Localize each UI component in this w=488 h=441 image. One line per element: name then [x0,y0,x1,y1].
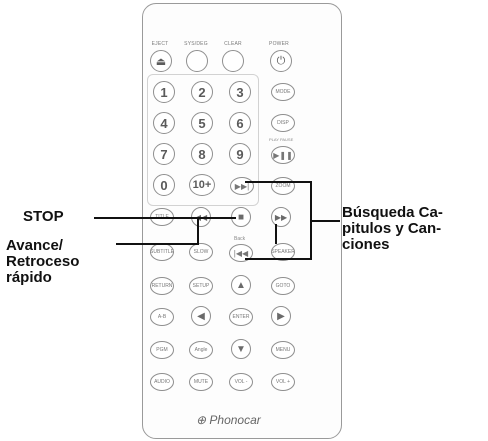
num-5-button[interactable]: 5 [191,112,213,134]
num-7-button[interactable]: 7 [153,143,175,165]
power-label: POWER [269,41,289,47]
angle-button[interactable]: Angle [189,341,213,359]
clear-button[interactable] [222,50,244,72]
forward-button[interactable]: ▶▶ [271,207,291,227]
eject-icon: ⏏ [155,55,167,68]
arrow-right-icon: ▶ [277,310,285,322]
fast-forward-link [275,224,277,244]
num-8-button[interactable]: 8 [191,143,213,165]
next-chapter-button[interactable]: ▶▶| [230,177,254,195]
fast-callout-line2: Retroceso [6,253,80,270]
stop-icon: ■ [237,211,245,223]
mode-button[interactable]: MODE [271,83,295,101]
ab-button[interactable]: A-B [150,308,174,326]
fast-callout-line3: rápido [6,269,52,286]
right-button[interactable]: ▶ [271,306,291,326]
vol-up-button[interactable]: VOL + [271,373,295,391]
clear-label: CLEAR [224,41,242,47]
next-track-icon: ▶▶| [234,181,250,191]
sysdeg-label: SYS/DEG [184,41,208,47]
brand-logo: ⊕ Phonocar [196,413,261,427]
mute-button[interactable]: MUTE [189,373,213,391]
back-label: Back [234,236,246,242]
fast-callout-line1: Avance/ [6,237,63,254]
eject-label: EJECT [151,41,169,47]
enter-button[interactable]: ENTER [229,308,253,326]
play-pause-icon: ▶❚❚ [273,150,293,160]
sysdeg-button[interactable] [186,50,208,72]
search-callout-line3: ciones [342,236,390,253]
num-1-button[interactable]: 1 [153,81,175,103]
num-6-button[interactable]: 6 [229,112,251,134]
search-leader-line [310,220,340,222]
brand-name: Phonocar [209,413,261,427]
setup-button[interactable]: SETUP [189,277,213,295]
prev-track-icon: |◀◀ [233,248,249,258]
down-button[interactable]: ▼ [231,339,251,359]
num-9-button[interactable]: 9 [229,143,251,165]
speaker-button[interactable]: SPEAKER [271,243,295,261]
arrow-down-icon: ▼ [236,343,246,355]
fast-forward-icon: ▶▶ [274,212,288,222]
fast-leader-line [116,243,197,245]
play-pause-button[interactable]: ▶❚❚ [271,146,295,164]
pgm-button[interactable]: PGM [150,341,174,359]
goto-button[interactable]: GOTO [271,277,295,295]
slow-button[interactable]: SLOW [189,243,213,261]
zoom-button[interactable]: ZOOM [271,177,295,195]
fast-leader-drop [197,219,199,245]
up-button[interactable]: ▲ [231,275,251,295]
return-button[interactable]: RETURN [150,277,174,295]
arrow-left-icon: ◀ [197,310,205,322]
search-callout-line2: pitulos y Can- [342,220,442,237]
prev-chapter-button[interactable]: |◀◀ [229,244,253,262]
audio-button[interactable]: AUDIO [150,373,174,391]
power-button[interactable]: ⏻ [270,50,292,72]
search-leader-top [245,181,311,183]
play-pause-label: PLAY PAUSE [269,137,294,142]
vol-down-button[interactable]: VOL - [229,373,253,391]
menu-button[interactable]: MENU [271,341,295,359]
disp-button[interactable]: DISP [271,114,295,132]
numpad-frame [147,74,259,206]
stop-leader-line [94,217,236,219]
arrow-up-icon: ▲ [236,279,246,291]
search-callout-line1: Búsqueda Ca- [342,204,443,221]
num-0-button[interactable]: 0 [153,174,175,196]
num-4-button[interactable]: 4 [153,112,175,134]
search-leader-bottom [245,258,311,260]
left-button[interactable]: ◀ [191,306,211,326]
num-2-button[interactable]: 2 [191,81,213,103]
brand-mark-icon: ⊕ [196,413,210,427]
power-icon: ⏻ [276,54,286,67]
stop-callout: STOP [23,208,64,225]
num-10plus-button[interactable]: 10+ [189,174,215,196]
subtitle-button[interactable]: SUBTITLE [150,243,174,261]
eject-button[interactable]: ⏏ [150,50,172,72]
num-3-button[interactable]: 3 [229,81,251,103]
